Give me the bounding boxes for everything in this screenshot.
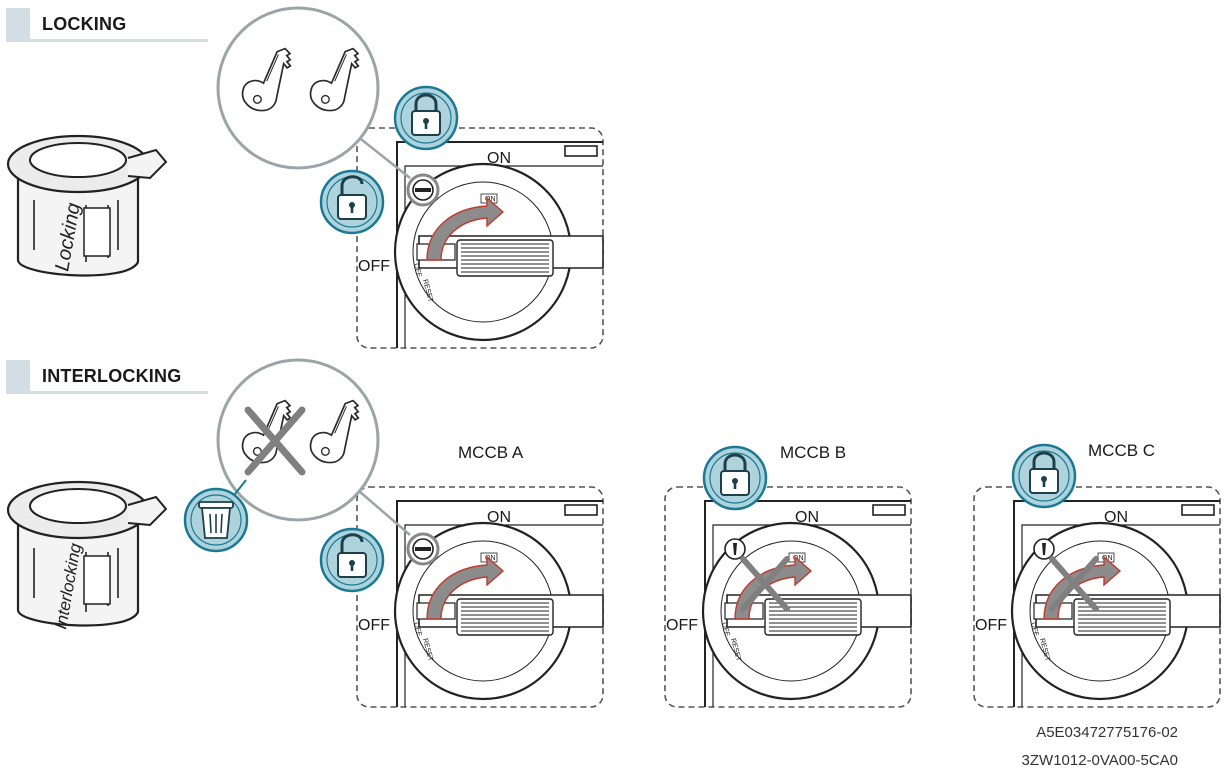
header-bar xyxy=(6,360,30,394)
locking-header: LOCKING xyxy=(6,8,208,42)
part-number: 3ZW1012-0VA00-5CA0 xyxy=(1021,752,1178,769)
padlock-unlocked-icon xyxy=(319,169,385,235)
dial-off-label: OFF xyxy=(720,622,730,637)
off-label: OFF xyxy=(358,258,390,275)
dial-on-label: ON xyxy=(1102,555,1113,562)
on-label: ON xyxy=(487,150,511,167)
dial-off-label: OFF xyxy=(412,622,422,637)
rotation-arrow-icon xyxy=(426,196,505,261)
off-label: OFF xyxy=(975,617,1007,634)
keys-callout-interlock xyxy=(216,358,411,536)
padlock-locked-icon xyxy=(393,85,459,151)
mccb-b-label: MCCB B xyxy=(780,443,846,462)
on-label: ON xyxy=(795,509,819,526)
doc-id: A5E03472775176-02 xyxy=(1036,724,1178,741)
padlock-locked-icon xyxy=(702,445,768,511)
dial-on-label: ON xyxy=(793,555,804,562)
dial-off-label: OFF xyxy=(412,263,422,278)
interlocking-header: INTERLOCKING xyxy=(6,360,208,394)
off-label: OFF xyxy=(358,617,390,634)
mccb-c-label: MCCB C xyxy=(1088,441,1155,460)
dial-on-label: ON xyxy=(485,555,496,562)
off-label: OFF xyxy=(666,617,698,634)
cross-icon xyxy=(1049,556,1099,612)
interlocking-accessory: Interlocking xyxy=(6,480,168,631)
header-bar xyxy=(6,8,30,42)
dial-off-label: OFF xyxy=(1029,622,1039,637)
on-label: ON xyxy=(1104,509,1128,526)
header-rule xyxy=(30,39,208,42)
interlocking-title: INTERLOCKING xyxy=(42,366,182,386)
keys-callout xyxy=(216,6,411,179)
cross-icon xyxy=(740,556,790,612)
rotation-arrow-icon xyxy=(426,555,505,620)
mccb-a-label: MCCB A xyxy=(458,443,524,462)
cross-icon xyxy=(244,406,306,476)
padlock-unlocked-icon xyxy=(319,527,385,593)
on-label: ON xyxy=(487,509,511,526)
locking-accessory: Locking xyxy=(6,134,168,277)
trash-icon xyxy=(183,487,249,553)
padlock-locked-icon xyxy=(1011,443,1077,509)
header-rule xyxy=(30,391,208,394)
locking-title: LOCKING xyxy=(42,14,127,34)
dial-on-label: ON xyxy=(485,196,496,203)
